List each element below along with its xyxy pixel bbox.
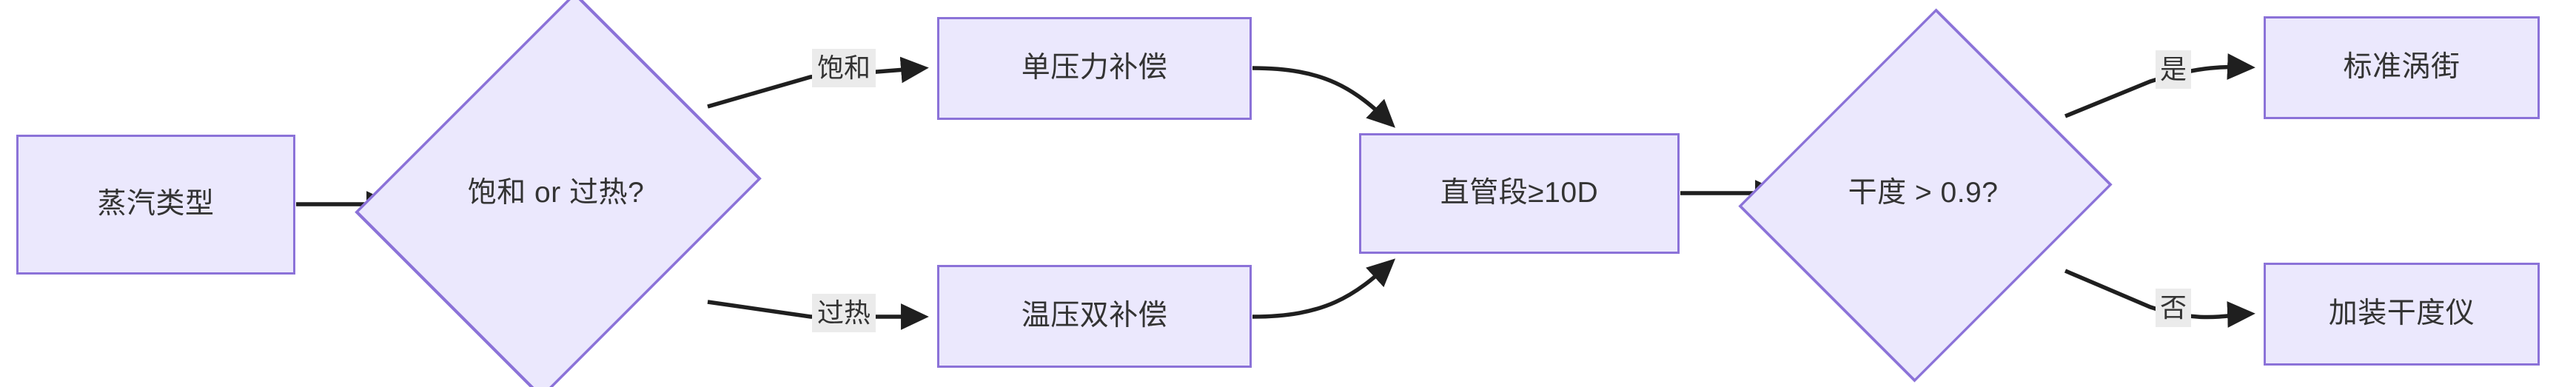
node-straight-pipe-section[interactable]: 直管段≥10D — [1359, 133, 1680, 254]
node-steam-type-label: 蒸汽类型 — [97, 188, 215, 221]
node-dual-compensation[interactable]: 温压双补偿 — [937, 265, 1252, 368]
node-single-pressure-compensation[interactable]: 单压力补偿 — [937, 17, 1252, 120]
edge-label-yes-text: 是 — [2159, 54, 2187, 85]
node-add-dryness-meter[interactable]: 加装干度仪 — [2264, 263, 2540, 366]
node-add-dryness-meter-label: 加装干度仪 — [2328, 297, 2475, 330]
node-straight-pipe-section-label: 直管段≥10D — [1440, 177, 1599, 209]
edge-label-no: 否 — [2156, 289, 2191, 327]
edge-dual-comp-to-straight-pipe — [1252, 258, 1396, 319]
node-saturated-or-superheated[interactable]: 饱和 or 过热? — [355, 0, 762, 387]
edge-label-saturated-text: 饱和 — [816, 53, 871, 84]
node-dual-compensation-label: 温压双补偿 — [1021, 300, 1168, 332]
edge-label-yes: 是 — [2156, 50, 2191, 89]
edge-decision-to-single-pressure — [707, 56, 929, 109]
edge-label-saturated: 饱和 — [812, 49, 876, 87]
diamond-text-wrap: 饱和 or 过热? — [403, 13, 708, 373]
edge-decision-to-dual-comp — [707, 300, 929, 330]
node-standard-vortex[interactable]: 标准涡街 — [2264, 16, 2540, 119]
diamond-text-wrap: 干度 > 0.9? — [1779, 32, 2067, 354]
edge-label-superheated-text: 过热 — [816, 297, 871, 329]
node-standard-vortex-label: 标准涡街 — [2343, 51, 2461, 84]
edge-label-superheated: 过热 — [812, 294, 876, 332]
node-steam-type[interactable]: 蒸汽类型 — [16, 135, 295, 275]
node-dryness-check-label: 干度 > 0.9? — [1848, 176, 1999, 209]
node-single-pressure-compensation-label: 单压力补偿 — [1021, 52, 1168, 84]
node-saturated-or-superheated-label: 饱和 or 过热? — [467, 176, 645, 209]
edge-single-pressure-to-straight-pipe — [1252, 66, 1395, 128]
edge-label-no-text: 否 — [2159, 292, 2187, 323]
node-dryness-check[interactable]: 干度 > 0.9? — [1738, 8, 2113, 383]
